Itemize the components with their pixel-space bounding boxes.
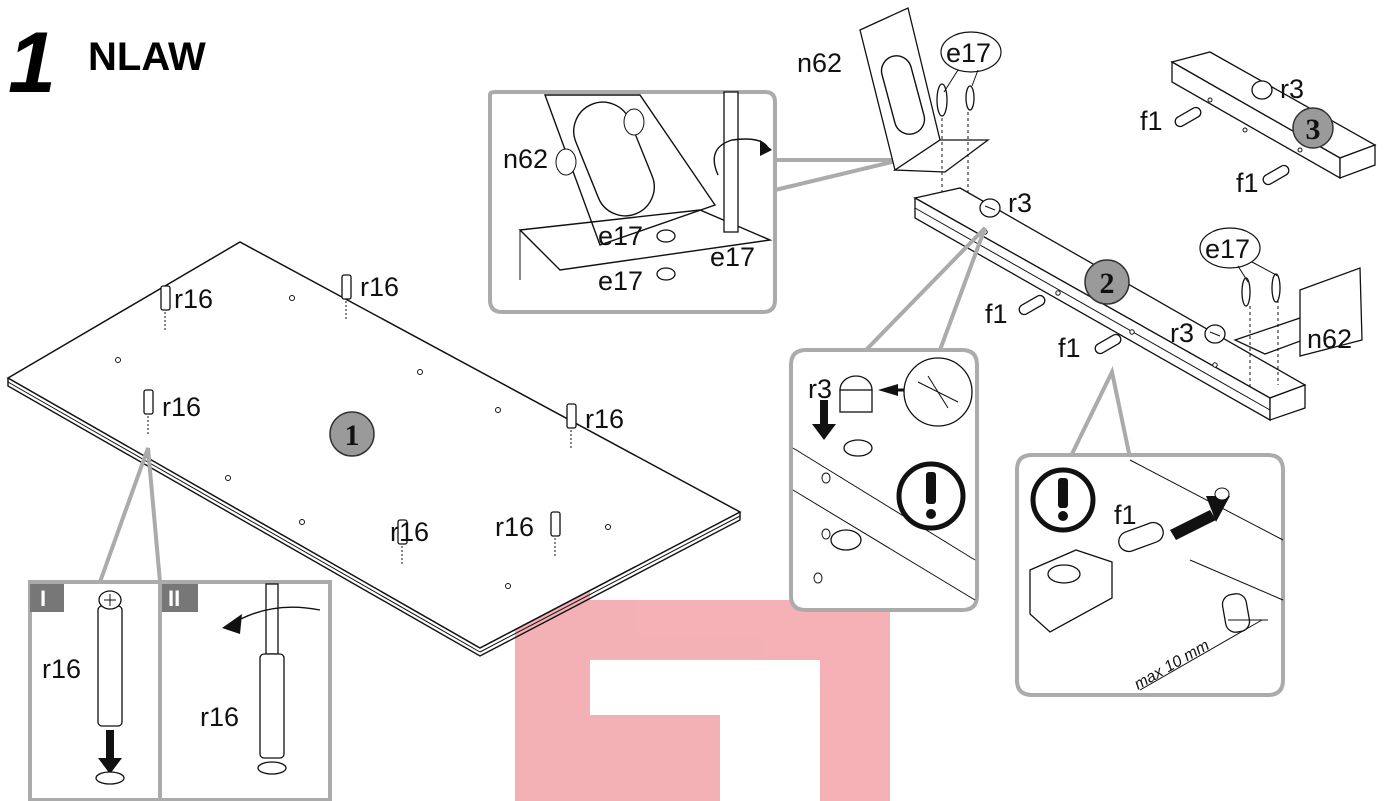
exclamation-icon [1030,467,1096,533]
svg-text:e17: e17 [1205,234,1250,264]
r16-fitting-mid-right [566,403,577,450]
inset-f1-detail: f1 max 10 mm [1015,453,1285,697]
label-f1-inset: f1 [1114,500,1137,530]
svg-text:e17: e17 [946,38,991,68]
e17-label-bottom: e17 [1199,227,1279,283]
label-e17-inset-a: e17 [598,221,643,251]
label-r3-rail-right: r3 [1170,318,1194,348]
r16-fitting-top-center [341,274,352,320]
label-r16-inset-two: r16 [200,702,239,732]
label-r3-rail-3: r3 [1280,74,1304,104]
label-r3-rail: r3 [1008,188,1032,218]
callout-pointer-r3 [864,226,987,352]
r3-cam-rail-left [979,198,1001,218]
badge-3: 3 [1292,107,1334,149]
svg-text:2: 2 [1100,267,1115,300]
r3-cam-rail-3 [1251,80,1273,100]
f1-dowel-a [1018,294,1046,316]
inset-step-two: II r16 [158,580,332,801]
step-number: 1 [8,15,56,111]
label-r16-a: r16 [174,284,213,314]
step-title: NLAW [88,35,206,79]
svg-text:1: 1 [345,419,360,452]
label-n62-bottom: n62 [1307,324,1352,354]
label-f1-b: f1 [1058,333,1081,363]
inset-step-one: I r16 [28,580,162,801]
label-f1-a: f1 [985,299,1008,329]
r16-fitting-top-left [160,285,171,330]
inset-one-label: I [40,586,46,611]
inset-two-label: II [168,586,180,611]
bracket-n62-top [859,7,990,210]
callout-pointer-n62 [774,158,901,192]
rail-part-3 [1170,51,1377,180]
down-arrow-icon [98,730,122,774]
label-f1-c: f1 [1140,106,1163,136]
down-arrow-icon [812,400,836,440]
badge-1: 1 [329,411,375,457]
label-r16-d: r16 [585,404,624,434]
label-r16-b: r16 [360,272,399,302]
label-f1-d: f1 [1236,168,1259,198]
label-r16-e: r16 [390,517,429,547]
svg-text:3: 3 [1306,113,1321,146]
f1-dowel-c [1174,106,1202,128]
bracket-n62-bottom [1233,267,1363,390]
f1-dowel-d [1262,164,1290,186]
f1-dowel-b [1094,333,1122,355]
callout-pointer-r16 [98,447,162,583]
label-n62-top: n62 [797,48,842,78]
label-r3-inset: r3 [808,374,832,404]
label-e17-inset-b: e17 [710,242,755,272]
e17-label-top: e17 [940,31,1002,93]
r16-fitting-bottom-right [550,511,561,558]
label-r16-c: r16 [162,392,201,422]
r3-cam-rail-right [1204,324,1226,344]
label-e17-inset-c: e17 [598,266,643,296]
r16-fitting-mid-left [143,389,154,436]
label-r16-f: r16 [495,512,534,542]
label-n62-inset: n62 [503,144,548,174]
callout-pointer-f1 [1068,365,1132,459]
inset-r3-detail: r3 [789,348,979,612]
r16-fitting-bottom-center [397,519,408,566]
exclamation-icon [896,461,966,531]
label-r16-inset-one: r16 [42,654,81,684]
inset-n62-detail: n62 e17 e17 e17 [488,90,777,314]
badge-2: 2 [1084,259,1130,305]
